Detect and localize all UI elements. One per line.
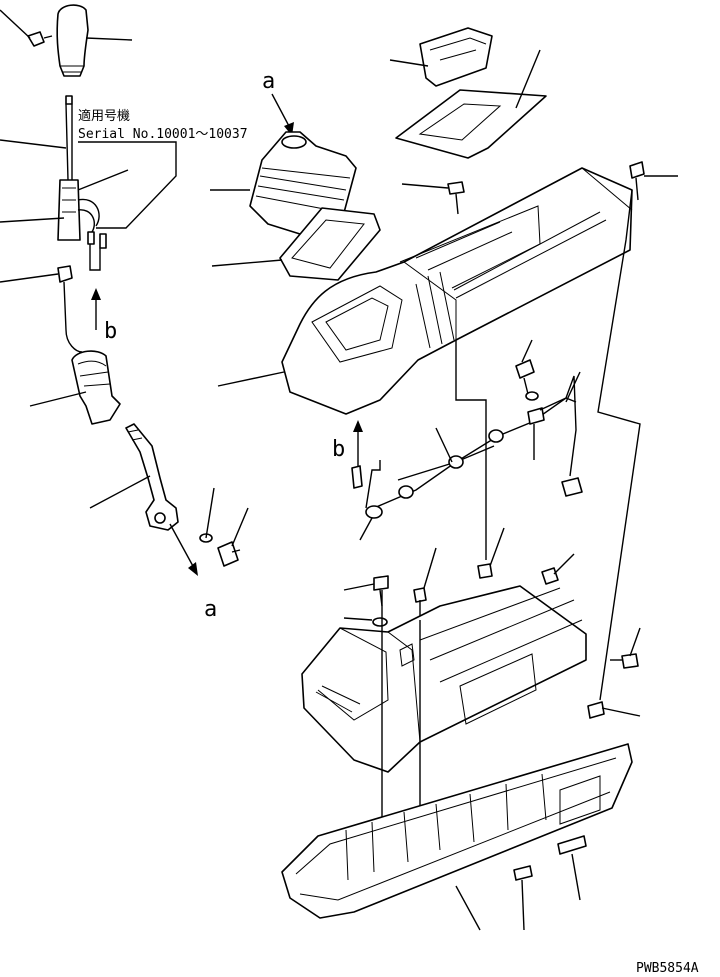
- callout-b-left: b: [91, 288, 117, 344]
- callout-a-bottom-label: a: [204, 597, 217, 622]
- callout-a-bottom: a: [169, 523, 217, 622]
- side-bolt-lower: [610, 627, 641, 669]
- hex-nut-right: [541, 553, 575, 585]
- panel-screw: [401, 181, 465, 215]
- lever-bolt: [217, 507, 249, 567]
- plate-b: [557, 835, 587, 901]
- callout-b-left-label: b: [104, 319, 117, 344]
- boot-frame: [211, 207, 381, 281]
- note-line1: 適用号機: [78, 108, 130, 124]
- switch-panel: [395, 49, 547, 159]
- lever-rod-assembly: [0, 95, 107, 271]
- floor-tray: [281, 743, 633, 931]
- frame-washer: [343, 617, 388, 627]
- console-cover: [217, 167, 633, 415]
- break-lines: [597, 189, 641, 701]
- serial-note: 適用号機 Serial No.10001～10037: [77, 108, 248, 229]
- clip-small: [477, 527, 505, 579]
- callout-b-right: b: [332, 420, 363, 466]
- callout-a-top-label: a: [262, 69, 275, 94]
- callout-a-top: a: [262, 69, 294, 136]
- shift-knob: [56, 4, 133, 77]
- frame-pin: [413, 547, 437, 616]
- shift-lever: [89, 423, 179, 531]
- lever-washer: [199, 487, 215, 543]
- clip-lower: [587, 701, 641, 719]
- harness-bolt: [515, 339, 539, 401]
- wire-harness: [351, 340, 583, 560]
- callout-b-right-label: b: [332, 437, 345, 462]
- drawing-number: PWB5854A: [636, 961, 699, 976]
- switch-unit: [389, 27, 493, 87]
- lever-holder: [29, 281, 121, 425]
- note-line2: Serial No.10001～10037: [78, 127, 248, 142]
- hex-nut: [0, 265, 73, 283]
- side-screw: [629, 161, 678, 201]
- plate-a: [513, 865, 533, 931]
- knob-screw: [0, 9, 53, 47]
